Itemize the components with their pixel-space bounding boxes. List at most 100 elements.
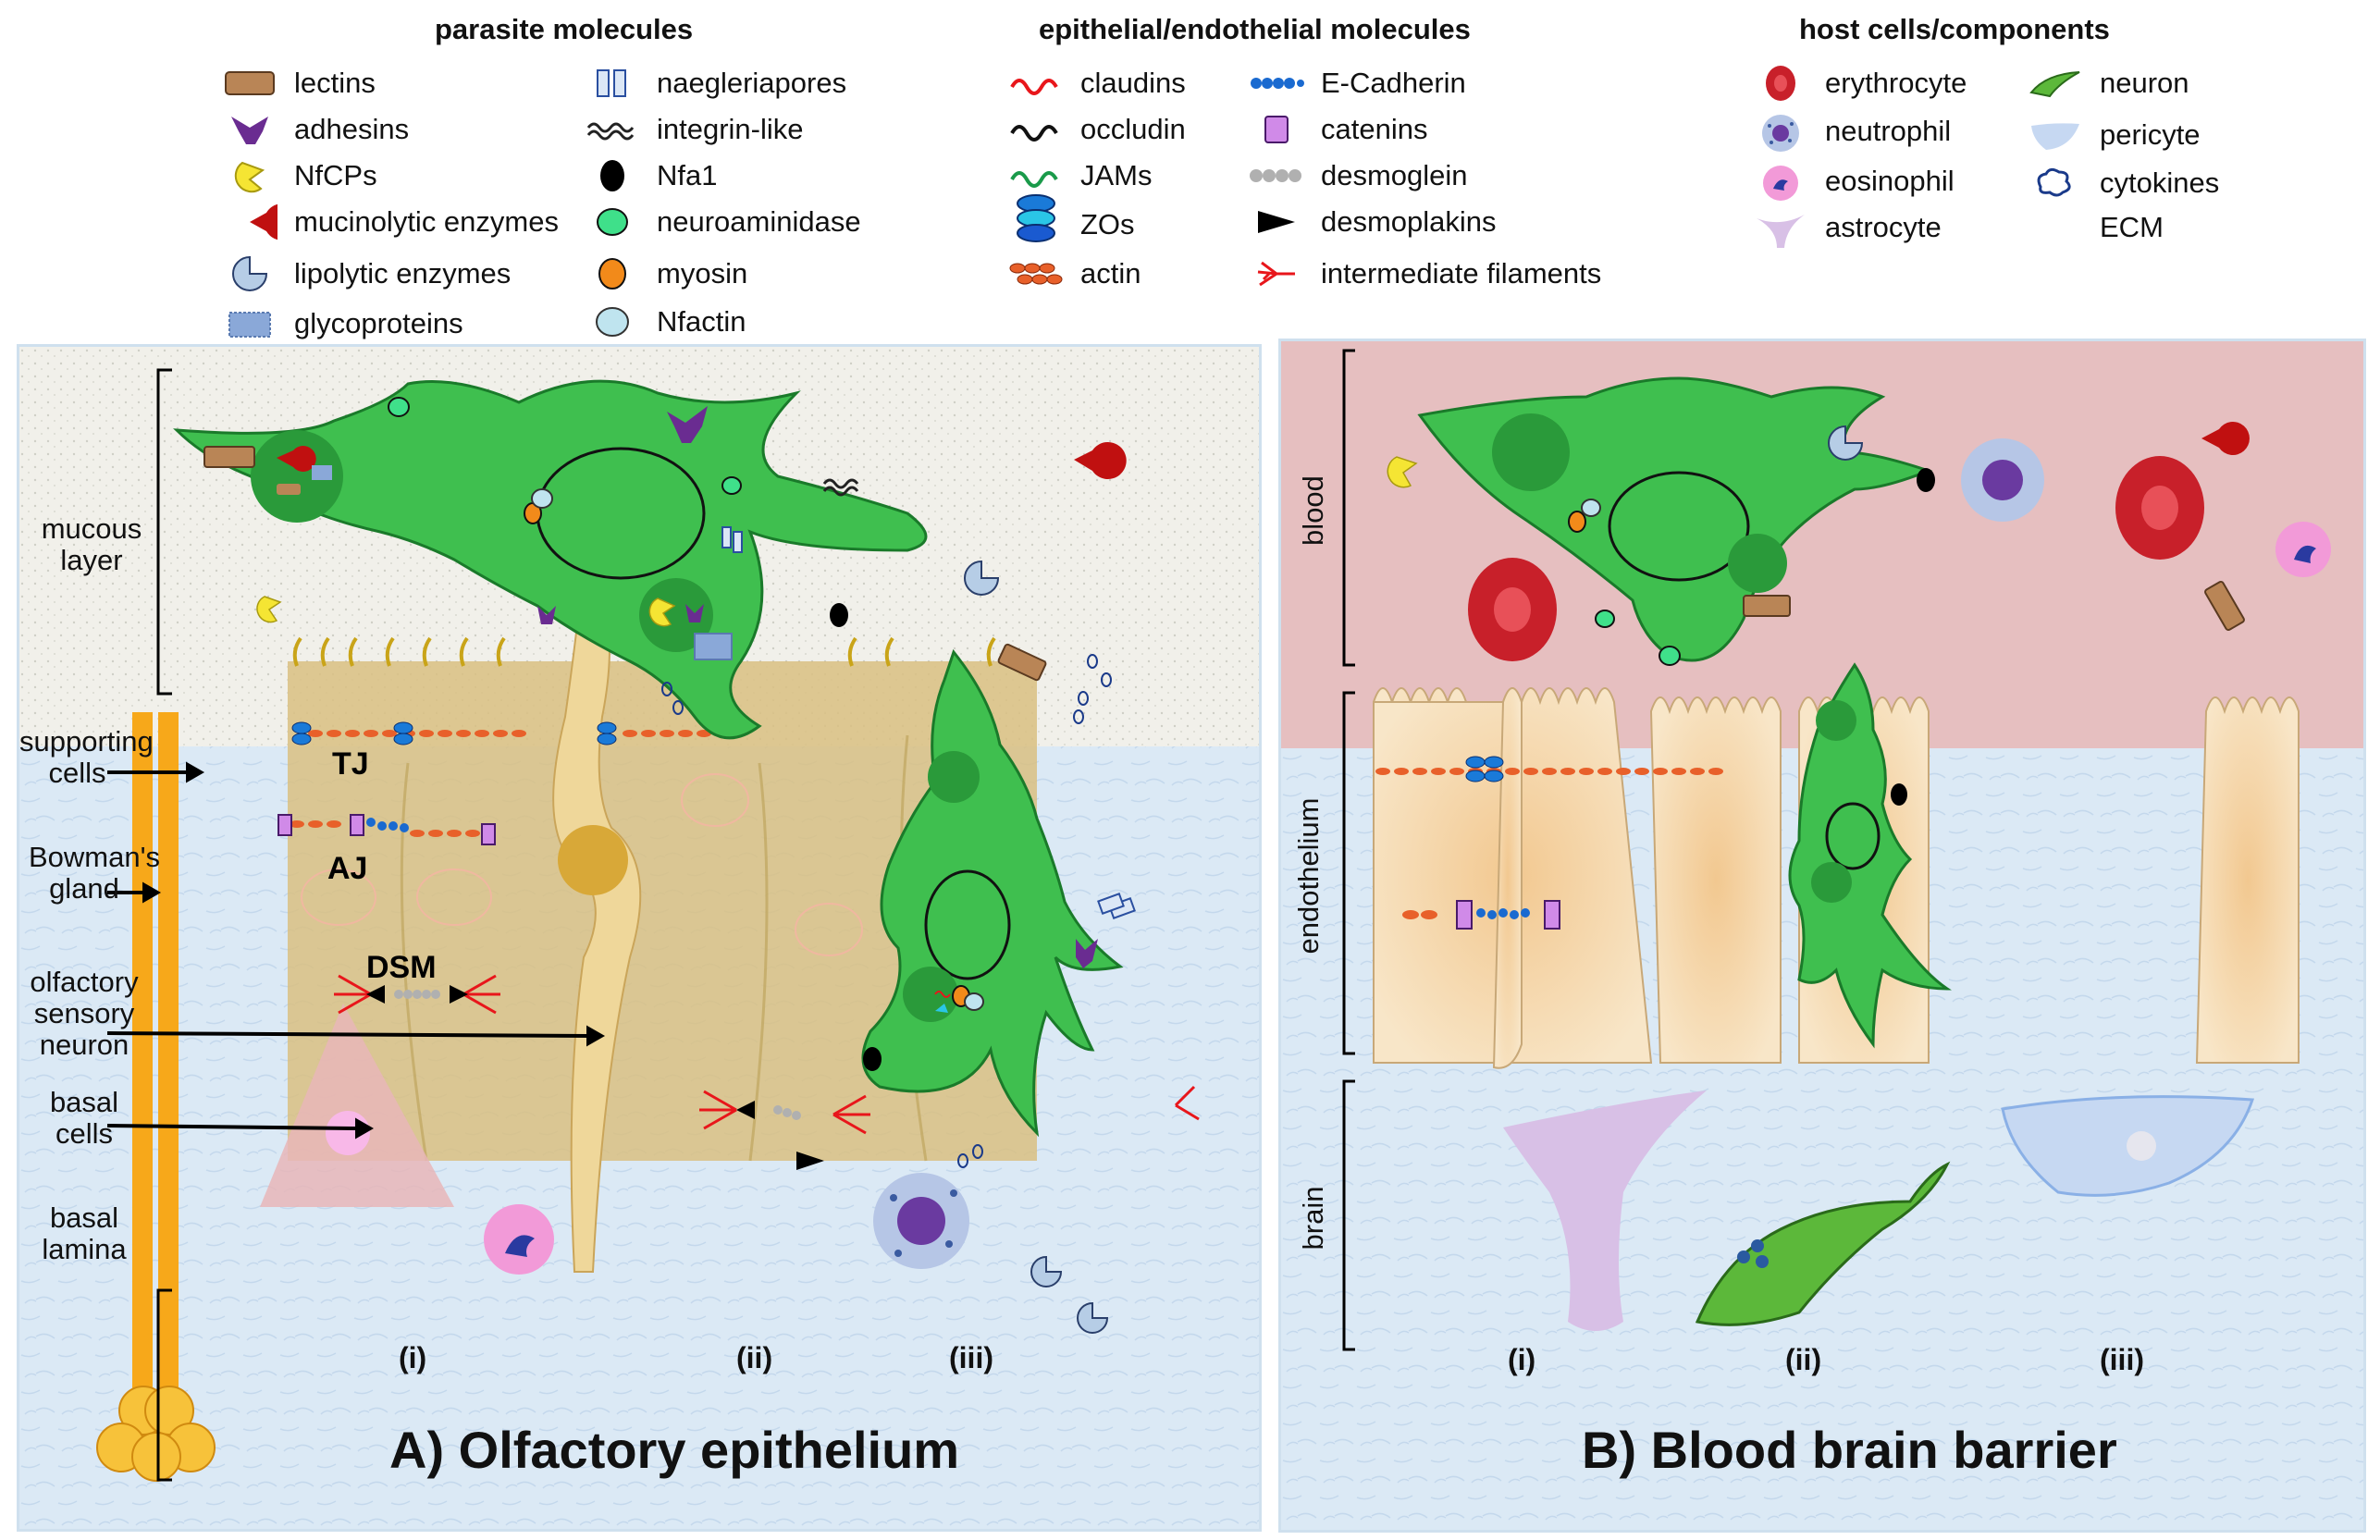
legend-label: JAMs bbox=[1080, 159, 1153, 191]
legend-label: claudins bbox=[1080, 67, 1186, 99]
legend-item-nfactin: Nfactin bbox=[585, 303, 746, 340]
nfactin-icon bbox=[585, 303, 640, 340]
legend-label: catenins bbox=[1321, 113, 1428, 145]
legend-item-desmoplakins: desmoplakins bbox=[1249, 203, 1497, 240]
panel-blood-brain-barrier: blood endothelium brain (i) (ii) (iii) B… bbox=[1278, 339, 2366, 1533]
endothelial-layer bbox=[1373, 687, 2300, 1069]
catenin-icon bbox=[1249, 111, 1304, 148]
adhesin-icon bbox=[222, 111, 277, 148]
legend-label: Nfactin bbox=[657, 305, 746, 338]
label-roman-ii: (ii) bbox=[1785, 1343, 1822, 1376]
legend-label: desmoplakins bbox=[1321, 205, 1497, 238]
neuroaminidase-icon bbox=[585, 203, 640, 240]
lectin-icon bbox=[222, 65, 277, 102]
naegleriapore-icon bbox=[585, 65, 640, 102]
desmosome-disrupted bbox=[699, 1085, 1200, 1170]
legend-item-nfa1: Nfa1 bbox=[585, 157, 717, 194]
label-supporting-cells: supporting cells bbox=[19, 725, 154, 789]
legend-label: neutrophil bbox=[1825, 115, 1952, 147]
legend-label: intermediate filaments bbox=[1321, 257, 1602, 290]
erythrocyte-icon bbox=[1753, 65, 1808, 102]
legend-item-astrocyte: astrocyte bbox=[1753, 209, 1942, 248]
label-endothelium: endothelium bbox=[1292, 797, 1325, 955]
legend-item-catenins: catenins bbox=[1249, 111, 1427, 148]
legend-label: actin bbox=[1080, 257, 1141, 290]
neutrophil bbox=[873, 1173, 969, 1269]
legend-item-myosin: myosin bbox=[585, 255, 747, 292]
nfcp-icon bbox=[222, 157, 277, 194]
adherens-junction-row bbox=[277, 814, 496, 845]
erythrocyte bbox=[2115, 456, 2204, 560]
legend-item-ecm: ECM bbox=[2028, 209, 2164, 246]
lipolytic-icon bbox=[222, 255, 277, 292]
blood-brain-barrier-diagram bbox=[1281, 341, 2363, 1530]
claudin-icon bbox=[1008, 65, 1064, 102]
legend-item-neuron: neuron bbox=[2028, 65, 2189, 102]
legend-item-lectins: lectins bbox=[222, 65, 376, 102]
label-roman-i: (i) bbox=[399, 1341, 427, 1374]
myosin-icon bbox=[585, 255, 640, 292]
legend-item-neutrophil: neutrophil bbox=[1753, 113, 1952, 152]
legend-label: integrin-like bbox=[657, 113, 804, 145]
zo-icon bbox=[1008, 194, 1064, 246]
legend-item-glycoproteins: glycoproteins bbox=[222, 305, 463, 342]
panel-b-title: B) Blood brain barrier bbox=[1582, 1421, 2117, 1479]
label-roman-i: (i) bbox=[1508, 1343, 1536, 1376]
legend-item-ecadherin: E-Cadherin bbox=[1249, 65, 1466, 102]
legend-label: astrocyte bbox=[1825, 211, 1942, 243]
legend-label: myosin bbox=[657, 257, 748, 290]
label-roman-iii: (iii) bbox=[949, 1341, 993, 1374]
neutrophil-icon bbox=[1753, 113, 1808, 152]
label-brain: brain bbox=[1297, 1186, 1329, 1250]
legend-item-jams: JAMs bbox=[1008, 157, 1153, 194]
label-basal-cells: basal cells bbox=[49, 1086, 119, 1150]
legend-item-intermediate-filaments: intermediate filaments bbox=[1249, 255, 1601, 292]
label-olfactory-sensory-neuron: olfactory sensory neuron bbox=[30, 966, 139, 1061]
legend-label: adhesins bbox=[294, 113, 410, 145]
legend-item-cytokines: cytokines bbox=[2028, 165, 2219, 202]
legend-label: neuron bbox=[2100, 67, 2189, 99]
basal-cell bbox=[260, 1004, 454, 1207]
legend-heading-epithelial: epithelial/endothelial molecules bbox=[1039, 13, 1471, 45]
integrin-like-icon bbox=[585, 111, 640, 148]
dsm-label: DSM bbox=[366, 950, 437, 985]
eosinophil bbox=[2275, 522, 2331, 577]
legend-heading-host: host cells/components bbox=[1799, 13, 2110, 45]
legend-item-neuroaminidase: neuroaminidase bbox=[585, 203, 861, 240]
legend-label: naegleriapores bbox=[657, 67, 847, 99]
label-mucous-layer: mucous layer bbox=[41, 512, 142, 576]
legend-heading-parasite: parasite molecules bbox=[435, 13, 694, 45]
legend-label: mucinolytic enzymes bbox=[294, 205, 559, 238]
legend-label: lipolytic enzymes bbox=[294, 257, 512, 290]
legend-label: erythrocyte bbox=[1825, 67, 1967, 99]
occludin-icon bbox=[1008, 111, 1064, 148]
legend-item-erythrocyte: erythrocyte bbox=[1753, 65, 1967, 102]
naegleria-trophozoite-i bbox=[173, 379, 928, 740]
legend-item-desmoglein: desmoglein bbox=[1249, 157, 1468, 194]
panel-olfactory-epithelium: AJ TJ DSM mucous layer supporting cells … bbox=[17, 344, 1262, 1532]
desmoplakin-icon bbox=[1249, 203, 1304, 240]
legend-item-claudins: claudins bbox=[1008, 65, 1186, 102]
neutrophil bbox=[1961, 438, 2044, 522]
label-basal-lamina: basal lamina bbox=[42, 1201, 127, 1265]
legend-label: glycoproteins bbox=[294, 307, 463, 339]
ecm-icon bbox=[2028, 209, 2083, 246]
legend-item-pericyte: pericyte bbox=[2028, 117, 2201, 154]
legend-item-mucinolytic: mucinolytic enzymes bbox=[222, 203, 559, 240]
legend-label: neuroaminidase bbox=[657, 205, 861, 238]
eosinophil bbox=[484, 1204, 554, 1275]
tight-junction-row bbox=[291, 721, 711, 745]
legend-label: eosinophil bbox=[1825, 165, 1955, 197]
naegleria-trophozoite-bbb-iii bbox=[1788, 662, 1952, 1049]
legend-label: Nfa1 bbox=[657, 159, 718, 191]
legend-label: pericyte bbox=[2100, 118, 2201, 151]
legend-item-nfcps: NfCPs bbox=[222, 157, 377, 194]
legend-item-occludin: occludin bbox=[1008, 111, 1186, 148]
e-cadherin-icon bbox=[1249, 65, 1304, 102]
legend-item-lipolytic: lipolytic enzymes bbox=[222, 255, 511, 292]
erythrocyte bbox=[1468, 558, 1557, 661]
neuron bbox=[1695, 1161, 1951, 1326]
tj-label: TJ bbox=[332, 746, 369, 782]
panel-a-title: A) Olfactory epithelium bbox=[389, 1421, 960, 1479]
neuron-icon bbox=[2028, 65, 2083, 102]
